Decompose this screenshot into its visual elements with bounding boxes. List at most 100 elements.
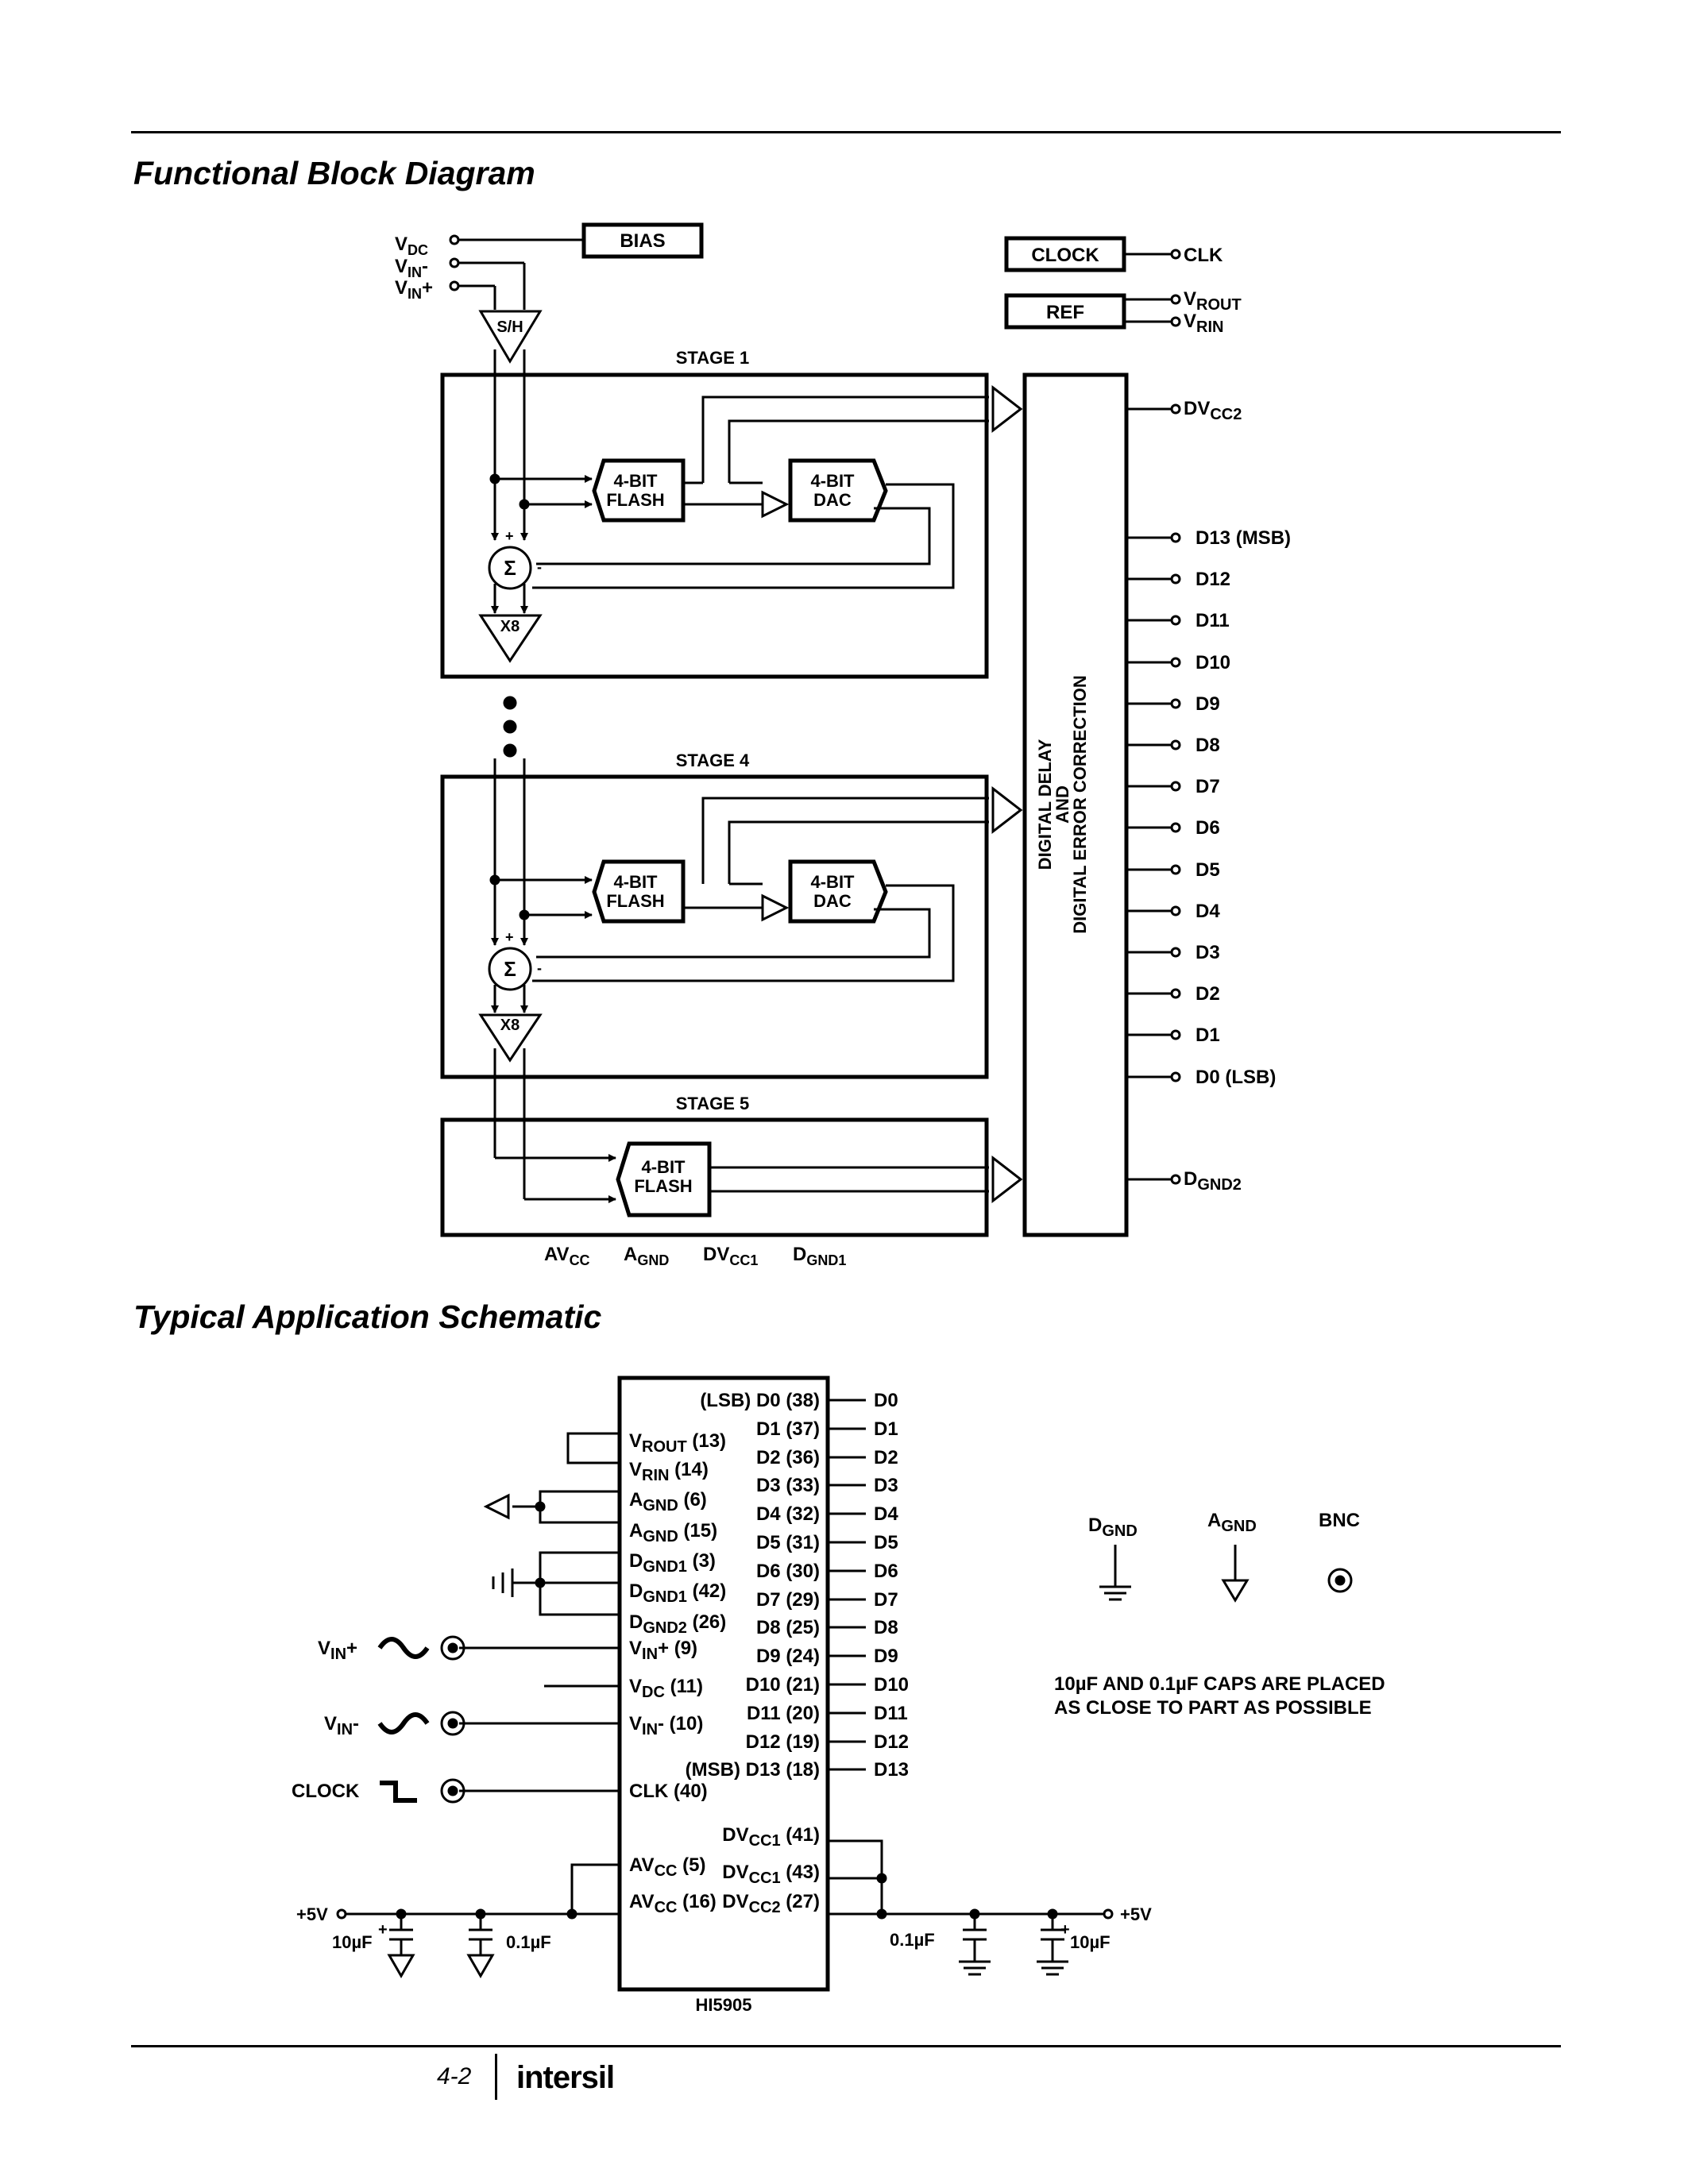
svg-text:+5V: +5V: [1120, 1904, 1152, 1924]
svg-text:VROUT (13): VROUT (13): [629, 1430, 726, 1456]
note-line-1: 10µF AND 0.1µF CAPS ARE PLACED: [1054, 1673, 1385, 1695]
sh-label: S/H: [496, 318, 523, 336]
stage1-box: [440, 372, 989, 679]
stage5-label: STAGE 5: [676, 1094, 750, 1113]
output-pin: [1170, 698, 1181, 709]
data-net-label: D5: [874, 1532, 898, 1553]
intersil-logo: intersil: [516, 2060, 615, 2095]
data-net-label: D8: [874, 1617, 898, 1638]
svg-text:X8: X8: [500, 1017, 520, 1034]
stage5-box: [440, 1117, 989, 1237]
output-pin: [1170, 1029, 1181, 1040]
svg-text:VRIN: VRIN: [1184, 311, 1223, 336]
svg-text:FLASH: FLASH: [634, 1176, 692, 1196]
svg-text:AGND: AGND: [624, 1244, 669, 1268]
data-pin-label: D2 (36): [756, 1447, 820, 1468]
svg-text:VDC: VDC: [395, 233, 428, 258]
svg-text:DVCC2: DVCC2: [1184, 398, 1242, 423]
svg-text:VIN+: VIN+: [318, 1638, 357, 1663]
data-pin-label: D8 (25): [756, 1617, 820, 1638]
vin-minus-sine-icon: [377, 1712, 430, 1734]
clk-pin-label: CLK: [1184, 245, 1223, 266]
output-pin-label: D7: [1196, 776, 1220, 797]
svg-text:DGND1 (3): DGND1 (3): [629, 1550, 716, 1576]
bias-label: BIAS: [620, 230, 665, 252]
stage1-label: STAGE 1: [676, 348, 750, 368]
data-net-label: D4: [874, 1503, 898, 1525]
output-pin-label: D3: [1196, 942, 1220, 963]
data-pin-label: D1 (37): [756, 1418, 820, 1440]
output-pin: [1170, 864, 1181, 875]
data-pin-label: D3 (33): [756, 1475, 820, 1496]
svg-text:VDC (11): VDC (11): [629, 1676, 703, 1701]
svg-text:4-BIT: 4-BIT: [614, 471, 659, 491]
vdc-pin: [449, 234, 460, 245]
svg-text:DVCC1: DVCC1: [703, 1244, 758, 1268]
svg-text:AVCC (16): AVCC (16): [629, 1891, 717, 1916]
data-pin-label: D11 (20): [747, 1703, 820, 1724]
svg-text:Σ: Σ: [504, 556, 516, 580]
svg-text:DVCC1 (41): DVCC1 (41): [722, 1824, 820, 1850]
output-pin-label: D0 (LSB): [1196, 1067, 1276, 1088]
svg-text:+: +: [1060, 1921, 1070, 1939]
svg-text:DGND2: DGND2: [1184, 1168, 1242, 1194]
ref-label: REF: [1046, 302, 1084, 323]
output-pin: [1170, 739, 1181, 751]
svg-text:-: -: [537, 960, 542, 976]
output-pin: [1170, 657, 1181, 668]
data-net-label: D7: [874, 1589, 898, 1611]
stage4-flash: [592, 859, 686, 924]
svg-text:AGND: AGND: [1207, 1510, 1257, 1535]
output-pin: [1170, 532, 1181, 543]
chip-name: HI5905: [696, 1995, 752, 2015]
svg-text:AGND (6): AGND (6): [629, 1489, 707, 1515]
svg-text:DVCC1 (43): DVCC1 (43): [722, 1862, 820, 1887]
stage4-summing-node: [488, 947, 532, 991]
output-pin-label: D6: [1196, 817, 1220, 839]
vin-plus-pin: [449, 280, 460, 291]
output-pin-label: D2: [1196, 983, 1220, 1005]
svg-text:+5V: +5V: [296, 1904, 328, 1924]
svg-text:0.1µF: 0.1µF: [890, 1930, 935, 1950]
svg-text:VROUT: VROUT: [1184, 288, 1242, 314]
svg-text:4-BIT: 4-BIT: [642, 1157, 686, 1177]
output-pin-label: D11: [1196, 610, 1230, 631]
stage1-summing-node: [488, 546, 532, 590]
svg-text:10µF: 10µF: [1070, 1932, 1111, 1952]
data-pin-label: (MSB) D13 (18): [686, 1759, 820, 1781]
data-net-label: D13: [874, 1759, 909, 1781]
svg-text:+: +: [505, 929, 514, 945]
bottom-rule: [131, 2045, 1561, 2047]
svg-text:VIN- (10): VIN- (10): [629, 1713, 703, 1738]
svg-text:AVCC: AVCC: [544, 1244, 590, 1268]
data-pin-label: D7 (29): [756, 1589, 820, 1611]
clock-label: CLOCK: [1031, 245, 1099, 266]
digital-correction-block: [1022, 372, 1129, 1237]
svg-text:FLASH: FLASH: [606, 891, 664, 911]
correction-label-1: DIGITAL DELAY: [1035, 739, 1055, 870]
svg-text:VIN+ (9): VIN+ (9): [629, 1638, 697, 1663]
svg-text:BNC: BNC: [1319, 1510, 1360, 1531]
svg-text:FLASH: FLASH: [606, 490, 664, 510]
vin-plus-bnc: [440, 1635, 465, 1661]
bias-block: [581, 222, 704, 259]
stage4-x8-amplifier: [478, 1013, 543, 1063]
data-pin-label: D6 (30): [756, 1561, 820, 1582]
data-pin-label: D4 (32): [756, 1503, 820, 1525]
svg-text:+: +: [505, 528, 514, 544]
output-pin: [1170, 1071, 1181, 1082]
svg-text:DGND1 (42): DGND1 (42): [629, 1580, 726, 1606]
data-net-label: D10: [874, 1674, 909, 1696]
svg-text:DGND: DGND: [1088, 1515, 1138, 1540]
output-pin: [1170, 615, 1181, 626]
stage1-x8-amplifier: [478, 614, 543, 663]
output-pin-label: D4: [1196, 901, 1220, 922]
svg-text:VIN-: VIN-: [395, 256, 428, 280]
note-line-2: AS CLOSE TO PART AS POSSIBLE: [1054, 1697, 1372, 1719]
svg-text:CLOCK: CLOCK: [292, 1781, 360, 1802]
stage4-label: STAGE 4: [676, 751, 750, 770]
svg-text:DAC: DAC: [813, 891, 852, 911]
output-pin: [1170, 822, 1181, 833]
stage4-dac: [788, 859, 888, 924]
